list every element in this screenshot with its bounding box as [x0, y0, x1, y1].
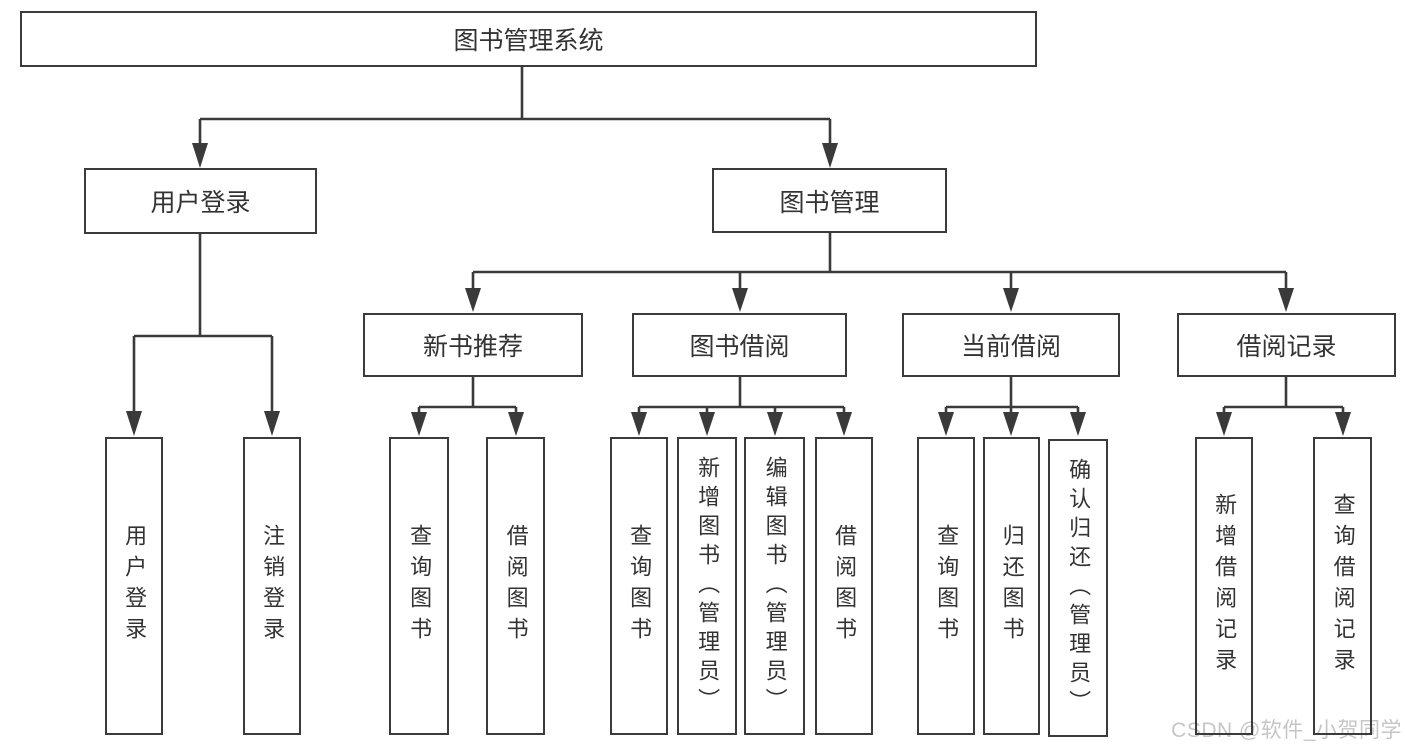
- leaf-confirm-return-admin: 确认归还（管理员）: [1048, 439, 1108, 737]
- node-label: 图书管理: [779, 188, 880, 217]
- leaf-label: 编辑图书（管理员）: [762, 455, 788, 717]
- leaf-edit-books-admin: 编辑图书（管理员）: [744, 437, 805, 735]
- leaf-label: 新增图书（管理员）: [695, 455, 721, 717]
- node-book-management: 图书管理: [712, 168, 947, 233]
- leaf-label: 借阅图书: [832, 524, 858, 648]
- node-book-borrowing: 图书借阅: [632, 313, 847, 377]
- leaf-borrow-books-recommend: 借阅图书: [486, 437, 545, 735]
- leaf-logout-login: 注销登录: [243, 437, 301, 735]
- node-label: 图书管理系统: [453, 27, 604, 55]
- leaf-label: 用户登录: [122, 524, 148, 648]
- leaf-label: 查询图书: [407, 524, 433, 648]
- leaf-add-borrow-record: 新增借阅记录: [1195, 437, 1253, 735]
- leaf-label: 查询图书: [934, 524, 960, 648]
- leaf-label: 新增借阅记录: [1212, 493, 1238, 679]
- leaf-label: 注销登录: [260, 524, 286, 648]
- node-library-management-system: 图书管理系统: [20, 11, 1037, 67]
- node-label: 图书借阅: [689, 333, 790, 361]
- leaf-query-borrow-record: 查询借阅记录: [1313, 437, 1372, 735]
- leaf-label: 查询借阅记录: [1330, 493, 1356, 679]
- leaf-query-books-current: 查询图书: [917, 437, 975, 735]
- leaf-add-books-admin: 新增图书（管理员）: [677, 437, 737, 735]
- leaf-borrow-books-borrow: 借阅图书: [815, 437, 873, 735]
- watermark-csdn: CSDN @软件_小贺同学: [1171, 719, 1402, 742]
- node-label: 借阅记录: [1236, 333, 1337, 361]
- leaf-query-books-recommend: 查询图书: [389, 437, 449, 735]
- leaf-label: 查询图书: [627, 524, 653, 648]
- node-user-login: 用户登录: [84, 168, 317, 234]
- leaf-user-login: 用户登录: [105, 437, 163, 735]
- leaf-label: 借阅图书: [503, 524, 529, 648]
- node-current-borrowing: 当前借阅: [902, 313, 1120, 377]
- node-new-book-recommendation: 新书推荐: [363, 313, 583, 377]
- leaf-query-books-borrow: 查询图书: [610, 437, 668, 735]
- node-label: 当前借阅: [960, 333, 1061, 361]
- leaf-return-books: 归还图书: [983, 437, 1040, 735]
- leaf-label: 归还图书: [999, 524, 1025, 648]
- leaf-label: 确认归还（管理员）: [1066, 457, 1092, 719]
- node-label: 用户登录: [150, 189, 251, 217]
- node-label: 新书推荐: [422, 333, 523, 361]
- node-borrowing-records: 借阅记录: [1177, 313, 1396, 377]
